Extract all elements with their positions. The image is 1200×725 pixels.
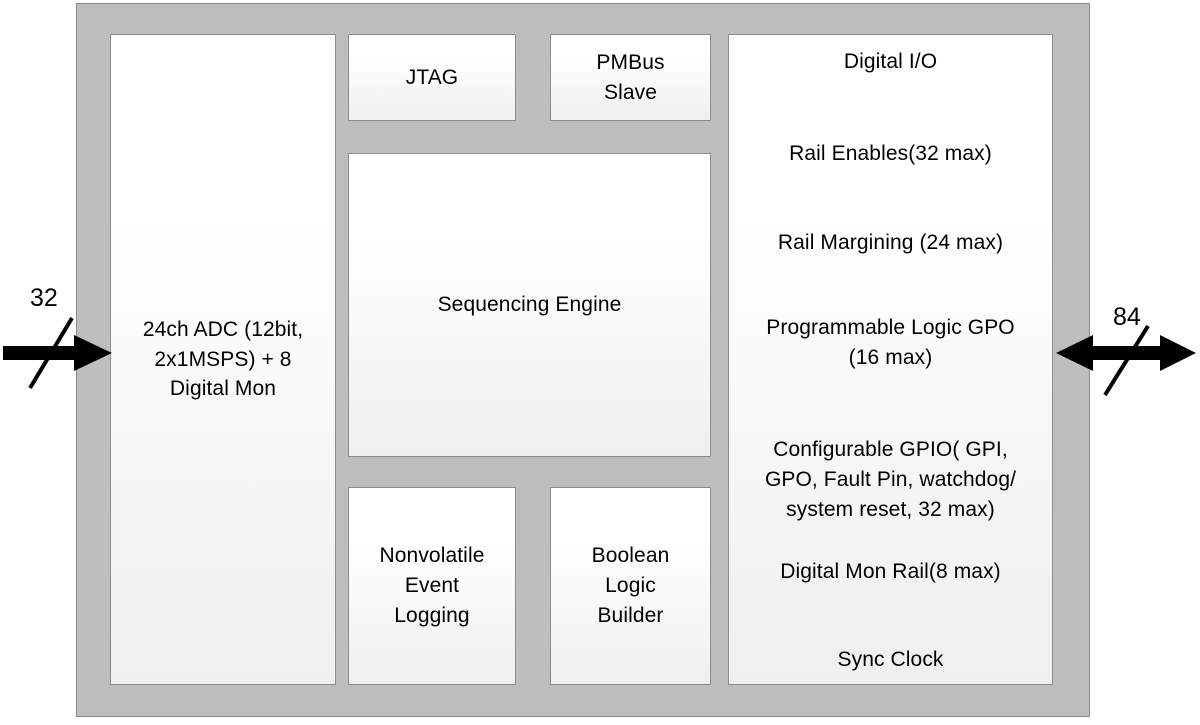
input-bus-slash-marker bbox=[28, 316, 74, 390]
block-pmbus-slave-label: PMBus Slave bbox=[596, 50, 665, 104]
block-digital-io[interactable]: Digital I/O Rail Enables(32 max) Rail Ma… bbox=[728, 34, 1053, 685]
block-pmbus-slave[interactable]: PMBus Slave bbox=[550, 34, 711, 121]
digital-io-digital-mon-rail: Digital Mon Rail(8 max) bbox=[780, 560, 1001, 583]
block-sequencing-engine[interactable]: Sequencing Engine bbox=[348, 153, 711, 457]
digital-io-title: Digital I/O bbox=[843, 50, 938, 73]
input-bus-width-label: 32 bbox=[30, 284, 58, 312]
block-boolean-logic-builder[interactable]: Boolean Logic Builder bbox=[550, 487, 711, 685]
output-bus-slash-marker bbox=[1103, 324, 1150, 397]
block-sequencing-engine-label: Sequencing Engine bbox=[437, 293, 622, 317]
digital-io-rail-enables: Rail Enables(32 max) bbox=[789, 142, 992, 165]
digital-io-configurable-gpio: Configurable GPIO( GPI, GPO, Fault Pin, … bbox=[764, 438, 1017, 522]
block-jtag[interactable]: JTAG bbox=[348, 34, 516, 121]
block-nonvolatile-event-logging[interactable]: Nonvolatile Event Logging bbox=[348, 487, 516, 685]
block-boolean-logic-builder-label: Boolean Logic Builder bbox=[591, 544, 670, 627]
block-nonvolatile-event-logging-label: Nonvolatile Event Logging bbox=[379, 544, 485, 627]
block-adc-label: 24ch ADC (12bit, 2x1MSPS) + 8 Digital Mo… bbox=[142, 317, 304, 401]
output-bus-width-label: 84 bbox=[1113, 303, 1141, 331]
digital-io-sync-clock: Sync Clock bbox=[837, 648, 944, 671]
digital-io-rail-margining: Rail Margining (24 max) bbox=[777, 231, 1004, 254]
block-adc[interactable]: 24ch ADC (12bit, 2x1MSPS) + 8 Digital Mo… bbox=[110, 34, 336, 685]
digital-io-programmable-logic-gpo: Programmable Logic GPO (16 max) bbox=[766, 316, 1015, 370]
digital-io-feature-list: Digital I/O Rail Enables(32 max) Rail Ma… bbox=[729, 35, 1052, 684]
block-jtag-label: JTAG bbox=[405, 65, 459, 89]
